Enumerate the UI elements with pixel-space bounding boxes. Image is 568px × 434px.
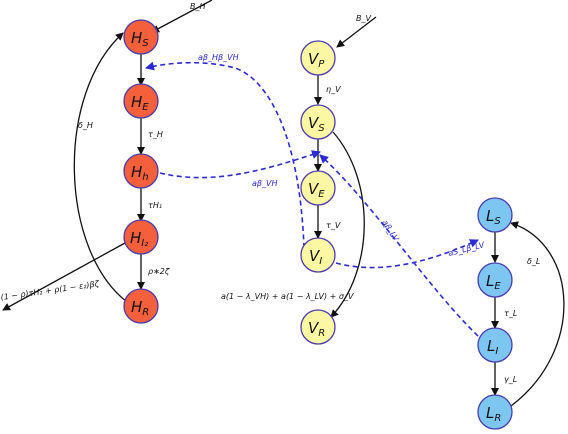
edge-bh-inflow xyxy=(151,0,213,33)
label-bv: B_V xyxy=(356,14,371,23)
label-tau-v: τ_V xyxy=(326,221,341,230)
svg-text:VE: VE xyxy=(308,180,325,200)
edge-lr-ls-loop xyxy=(510,221,565,407)
label-a-sl-blv: aS_Lβ_LV xyxy=(447,240,485,258)
label-outflow-h: (1 − ρ)τH₂ + ρ(1 − ε₂)βζ xyxy=(0,279,100,302)
node-vp: VP xyxy=(300,40,336,76)
svg-text:Hh: Hh xyxy=(131,163,149,183)
edge-infection-vi-hs xyxy=(145,61,305,249)
label-tau-h: τ_H xyxy=(148,130,163,139)
svg-text:LE: LE xyxy=(486,272,501,292)
node-vr: VR xyxy=(300,309,336,345)
label-death-v: a(1 − λ_VH) + a(1 − λ_LV) + σ_V xyxy=(221,292,354,301)
edge-infection-vi-ls xyxy=(335,239,479,269)
label-tau-h1: τH₁ xyxy=(148,201,162,210)
label-a-bvh: aβ_VH xyxy=(252,179,278,188)
node-he: HE xyxy=(123,83,159,119)
node-hi2: HI₂ xyxy=(123,219,159,255)
edge-hi2-outflow xyxy=(2,242,126,311)
edge-bv-inflow xyxy=(336,16,377,48)
label-tau-l: τ_L xyxy=(504,309,517,318)
svg-text:HR: HR xyxy=(131,298,149,318)
label-bh: B_H xyxy=(190,2,206,11)
edge-hr-hs-loop xyxy=(73,32,128,303)
svg-text:LI: LI xyxy=(487,337,498,357)
node-ve: VE xyxy=(300,170,336,206)
svg-text:HI₂: HI₂ xyxy=(130,229,148,249)
node-vi: VI xyxy=(300,237,336,273)
svg-text:HS: HS xyxy=(131,29,149,49)
label-gamma-l: γ_L xyxy=(504,375,517,384)
node-hh: Hh xyxy=(123,153,159,189)
svg-text:VR: VR xyxy=(308,319,325,339)
edge-vs-vr-death xyxy=(330,131,365,318)
node-vs: VS xyxy=(300,104,336,140)
node-hs: HS xyxy=(123,19,159,55)
node-le: LE xyxy=(477,262,513,298)
svg-text:HE: HE xyxy=(131,93,149,113)
node-hr: HR xyxy=(123,288,159,324)
label-recovery-h: ρ∗2ζ xyxy=(148,267,170,276)
node-lr: LR xyxy=(477,394,513,430)
svg-text:LS: LS xyxy=(486,207,501,227)
node-li: LI xyxy=(477,327,513,363)
label-a-blv: aβ_LV xyxy=(380,218,400,243)
node-ls: LS xyxy=(477,197,513,233)
label-a-bh-bvh: aβ_Hβ_VH xyxy=(198,53,239,62)
edge-infection-li-vs xyxy=(319,154,479,337)
svg-text:LR: LR xyxy=(486,404,501,424)
svg-text:VS: VS xyxy=(308,114,325,134)
svg-text:VP: VP xyxy=(308,50,325,70)
label-delta-h: δ_H xyxy=(78,121,93,130)
label-delta-l: δ_L xyxy=(527,257,540,266)
edge-infection-hh-vs xyxy=(159,150,321,179)
label-eta-v: η_V xyxy=(326,85,341,94)
svg-text:VI: VI xyxy=(309,247,322,267)
